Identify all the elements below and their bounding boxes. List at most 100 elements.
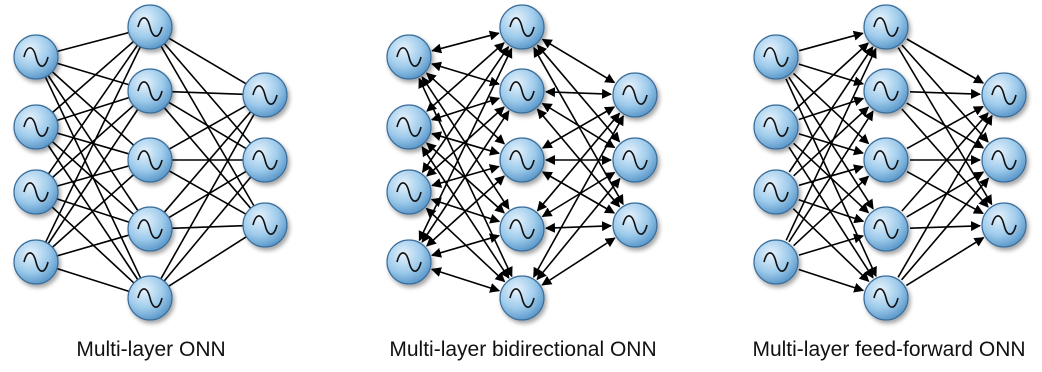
nodes	[13, 4, 288, 321]
neuron-in-3	[753, 239, 799, 285]
edge-in3-hidden4	[52, 266, 134, 294]
edge-in1-hidden3	[48, 138, 138, 218]
edge-hidden4-out0	[897, 114, 993, 278]
neuron-out-0	[612, 72, 658, 118]
sine-wave-icon	[991, 85, 1017, 105]
edge-in2-hidden0	[45, 41, 141, 178]
sine-wave-icon	[873, 150, 899, 170]
edges	[42, 30, 257, 294]
neuron-out-2	[242, 202, 288, 248]
sine-wave-icon	[396, 117, 422, 137]
neuron-in-1	[386, 104, 432, 150]
edge-hidden1-out1	[164, 99, 251, 152]
edge-hidden0-out0	[906, 38, 985, 84]
sine-wave-icon	[23, 182, 49, 202]
caption-multi-layer-onn: Multi-layer ONN	[76, 338, 226, 361]
sine-wave-icon	[252, 215, 278, 235]
edge-hidden3-out1	[164, 168, 251, 221]
edge-hidden2-out2	[165, 168, 250, 217]
neuron-in-3	[13, 239, 59, 285]
edge-hidden3-out2	[167, 224, 248, 230]
neuron-in-1	[13, 104, 59, 150]
neuron-in-2	[386, 169, 432, 215]
sine-wave-icon	[509, 81, 535, 101]
neuron-in-3	[386, 239, 432, 285]
edge-in3-hidden0	[785, 47, 877, 241]
sine-wave-icon	[509, 17, 535, 37]
edge-hidden3-out2	[909, 221, 981, 232]
neuron-out-0	[981, 72, 1027, 118]
edges	[785, 30, 993, 293]
sine-wave-icon	[509, 150, 535, 170]
edge-hidden4-out2	[905, 236, 985, 287]
sine-wave-icon	[873, 219, 899, 239]
edge-hidden2-out0	[165, 103, 250, 152]
neuron-hidden-1	[127, 68, 173, 114]
sine-wave-icon	[23, 117, 49, 137]
edge-hidden4-out2	[541, 237, 616, 286]
edge-hidden0-out0	[165, 35, 250, 87]
neuron-in-1	[753, 104, 799, 150]
edge-hidden2-out2	[906, 170, 984, 215]
neuron-in-0	[13, 34, 59, 80]
sine-wave-icon	[396, 182, 422, 202]
neuron-in-2	[13, 169, 59, 215]
edge-hidden1-out1	[541, 102, 616, 149]
edge-in0-hidden1	[52, 61, 134, 87]
edge-hidden1-out2	[901, 108, 989, 208]
neuron-hidden-4	[127, 275, 173, 321]
edge-hidden1-out0	[167, 90, 248, 96]
sine-wave-icon	[137, 288, 163, 308]
caption-multi-layer-feed-forward-onn: Multi-layer feed-forward ONN	[752, 338, 1026, 361]
sine-wave-icon	[873, 17, 899, 37]
edge-hidden1-out1	[906, 102, 985, 149]
diagram-multi-layer-onn	[13, 4, 288, 321]
edge-hidden4-out2	[164, 233, 251, 290]
edge-in1-hidden0	[793, 42, 869, 112]
sine-wave-icon	[137, 150, 163, 170]
edge-hidden4-out1	[900, 177, 990, 281]
edge-in3-hidden4	[798, 268, 865, 293]
sine-wave-icon	[23, 252, 49, 272]
neuron-out-2	[981, 202, 1027, 248]
edge-in0-hidden0	[53, 30, 133, 54]
edge-hidden3-out0	[901, 112, 989, 212]
neuron-hidden-0	[863, 4, 909, 50]
edge-in1-hidden4	[788, 146, 874, 279]
neuron-hidden-1	[499, 68, 545, 114]
sine-wave-icon	[137, 81, 163, 101]
neuron-out-2	[612, 202, 658, 248]
sine-wave-icon	[622, 85, 648, 105]
edge-in1-hidden3	[793, 142, 870, 214]
sine-wave-icon	[991, 150, 1017, 170]
sine-wave-icon	[396, 252, 422, 272]
sine-wave-icon	[763, 252, 789, 272]
neuron-in-2	[753, 169, 799, 215]
edge-hidden3-out0	[161, 108, 254, 216]
sine-wave-icon	[873, 81, 899, 101]
edge-in1-hidden0	[48, 38, 138, 116]
edge-in3-hidden3	[798, 233, 864, 256]
edge-hidden4-out0	[533, 115, 624, 278]
sine-wave-icon	[991, 215, 1017, 235]
edge-in0-hidden0	[798, 30, 864, 52]
nodes	[753, 4, 1027, 321]
neuron-hidden-0	[499, 4, 545, 50]
neuron-hidden-4	[499, 275, 545, 321]
edge-in3-hidden3	[53, 233, 133, 258]
neuron-out-0	[242, 72, 288, 118]
sine-wave-icon	[763, 47, 789, 67]
edge-hidden1-out0	[545, 87, 612, 99]
edge-in2-hidden1	[48, 102, 138, 181]
edge-hidden4-out1	[160, 173, 255, 285]
sine-wave-icon	[396, 47, 422, 67]
edge-hidden2-out0	[906, 105, 984, 150]
diagram-multi-layer-bidirectional-onn	[386, 4, 658, 321]
neuron-in-0	[753, 34, 799, 80]
edge-in3-hidden3	[431, 233, 500, 258]
caption-multi-layer-bidirectional-onn: Multi-layer bidirectional ONN	[389, 338, 657, 361]
edge-in0-hidden1	[798, 63, 865, 87]
neuron-in-0	[386, 34, 432, 80]
sine-wave-icon	[763, 117, 789, 137]
